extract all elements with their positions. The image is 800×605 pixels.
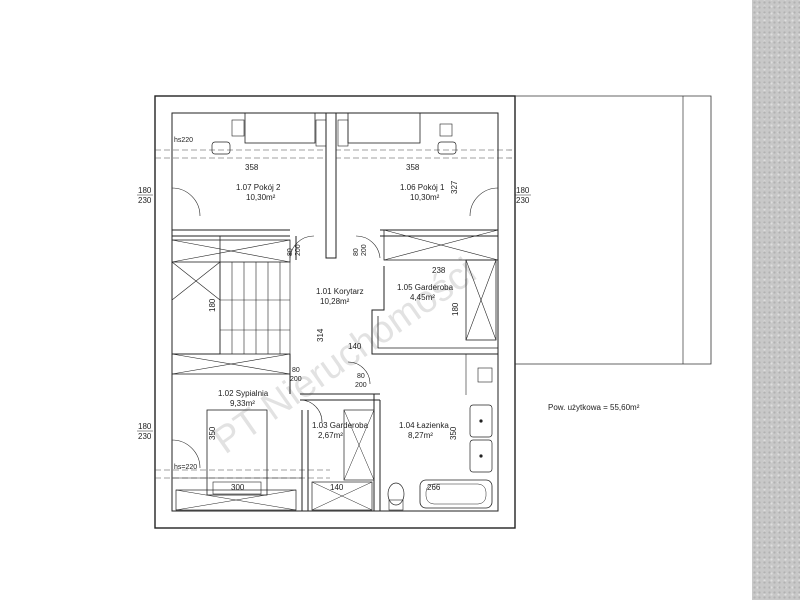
room-106-area: 10,30m² (410, 193, 440, 202)
window-left-bottom-w: 180 (138, 422, 152, 431)
bed (206, 409, 268, 496)
washbasin (469, 404, 493, 438)
total-usable-area: Pow. użytkowa = 55,60m² (548, 403, 640, 412)
room-102-name: 1.02 Sypialnia (218, 389, 269, 398)
room-104-name: 1.04 Łazienka (399, 421, 449, 430)
dim-350-bath: 350 (449, 426, 458, 440)
dim-358-right: 358 (406, 163, 420, 172)
floor-plan-svg: PT Nieruchomości (137, 95, 712, 529)
window-left-bottom-h: 230 (138, 432, 152, 441)
dim-180-gard: 180 (451, 302, 460, 316)
room-102-area: 9,33m² (230, 399, 255, 408)
sill-top: hs220 (174, 137, 193, 144)
room-106-name: 1.06 Pokój 1 (400, 183, 445, 192)
dim-180-stair: 180 (208, 298, 217, 312)
room-103-area: 2,67m² (318, 431, 343, 440)
door-h-3: 200 (290, 376, 302, 383)
door-h-4: 200 (355, 382, 367, 389)
dim-358-left: 358 (245, 163, 259, 172)
dim-314: 314 (316, 328, 325, 342)
terrace-outline (515, 95, 712, 365)
door-w-2: 80 (353, 248, 360, 256)
window-left-top-h: 230 (138, 196, 152, 205)
outer-wall (154, 95, 516, 529)
window-right-w: 180 (516, 186, 530, 195)
door-w-4: 80 (357, 373, 365, 380)
dim-350-bed: 350 (208, 426, 217, 440)
room-107-area: 10,30m² (246, 193, 276, 202)
sill-bottom: hs=220 (174, 464, 197, 471)
door-w-1: 80 (287, 248, 294, 256)
door-h-1: 200 (295, 244, 302, 256)
dim-327: 327 (450, 180, 459, 194)
room-104-area: 8,27m² (408, 431, 433, 440)
door-h-2: 200 (361, 244, 368, 256)
window-left-top-w: 180 (138, 186, 152, 195)
dim-140-corr: 140 (348, 342, 362, 351)
toilet (387, 482, 405, 506)
room-101-area: 10,28m² (320, 297, 350, 306)
room-105-name: 1.05 Garderoba (397, 283, 454, 292)
room-103-name: 1.03 Garderoba (312, 421, 369, 430)
room-105-area: 4,45m² (410, 293, 435, 302)
dim-140-gard: 140 (330, 483, 344, 492)
door-w-3: 80 (292, 367, 300, 374)
dim-238: 238 (432, 266, 446, 275)
window-right-h: 230 (516, 196, 530, 205)
room-107-name: 1.07 Pokój 2 (236, 183, 281, 192)
bathtub (419, 479, 493, 509)
page-margin-texture (752, 0, 800, 600)
room-101-name: 1.01 Korytarz (316, 287, 364, 296)
dim-300: 300 (231, 483, 245, 492)
dim-266: 266 (427, 483, 441, 492)
